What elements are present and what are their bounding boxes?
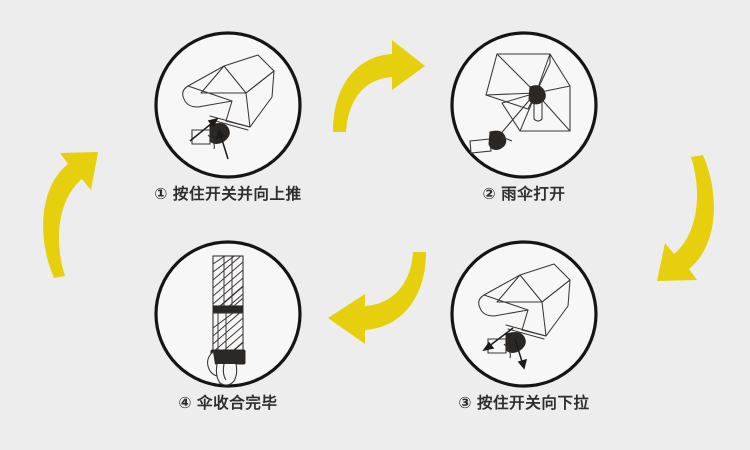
umbrella-fully-open-icon [450,31,598,179]
curved-arrow-down-left-icon [655,155,719,285]
curved-arrow-left-icon [325,252,429,348]
step-panel-1: ① 按住开关并向上推 [128,31,328,205]
umbrella-half-open-push-up-icon [154,31,302,179]
step-1-caption: ① 按住开关并向上推 [154,186,302,203]
step-3-illustration [450,240,598,388]
hand-grip [469,130,513,154]
step-4-illustration [154,240,302,388]
step-2-caption: ② 雨伞打开 [482,186,566,203]
step-panel-2: ② 雨伞打开 [424,31,624,205]
curved-arrow-up-right-icon [38,148,100,278]
step-panel-4: ④ 伞收合完毕 [128,240,328,414]
step-1-illustration [154,31,302,179]
step-3-caption: ③ 按住开关向下拉 [458,395,590,412]
step-4-caption: ④ 伞收合完毕 [178,395,278,412]
curved-arrow-right-icon [330,32,428,132]
hand-grip [191,123,230,150]
step-panel-3: ③ 按住开关向下拉 [424,240,624,414]
umbrella-folded-icon [154,240,302,388]
umbrella-hub [528,85,546,122]
step-2-illustration [450,31,598,179]
umbrella-half-open-pull-down-icon [450,240,598,388]
